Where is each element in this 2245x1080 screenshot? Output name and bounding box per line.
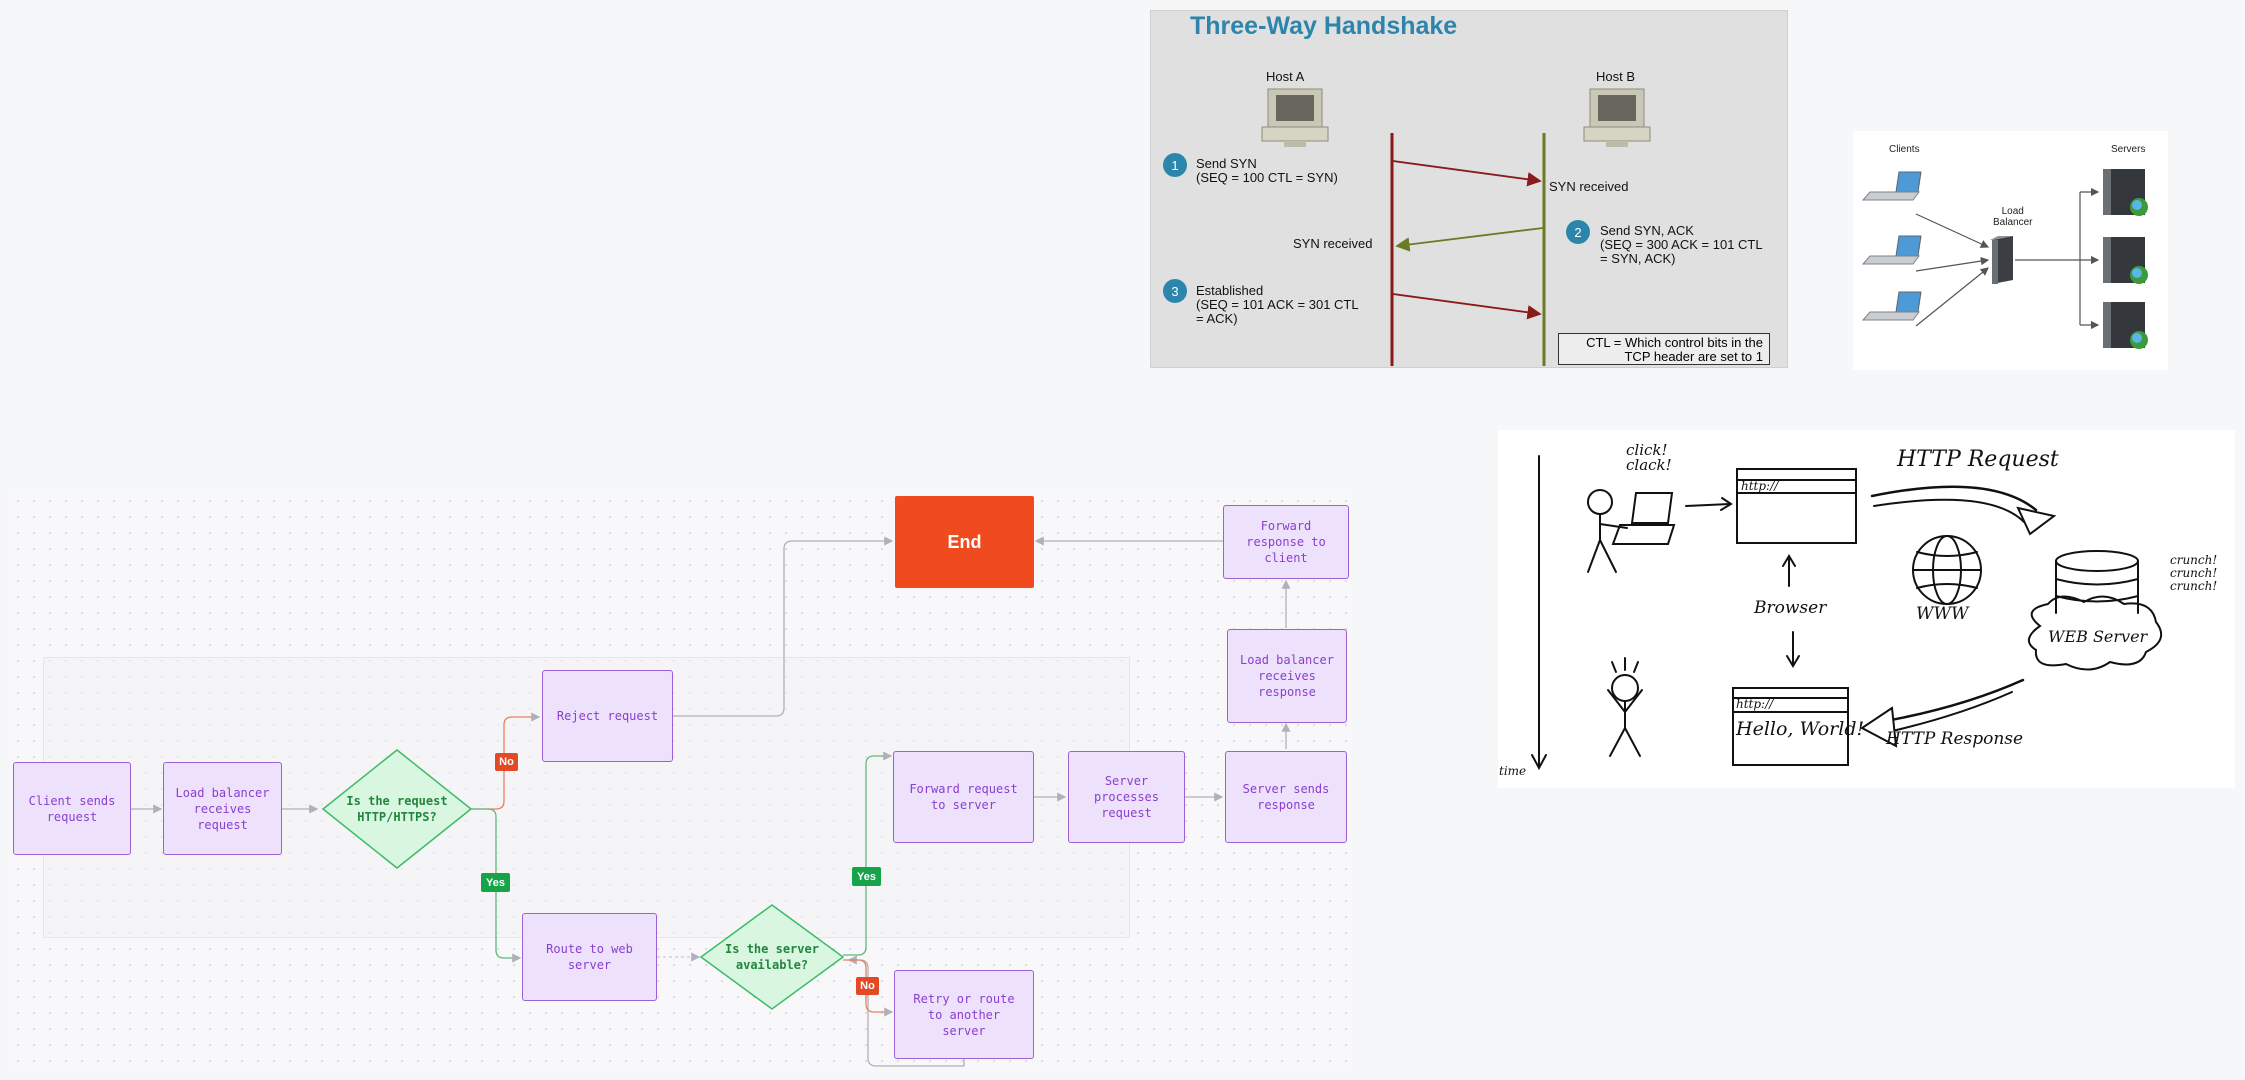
- node-reject-request[interactable]: Reject request: [542, 670, 673, 762]
- syn-received-b: SYN received: [1549, 179, 1629, 194]
- laptop-icon: [1861, 171, 1922, 201]
- handshake-panel: [1150, 10, 1788, 368]
- step-3-badge: 3: [1163, 279, 1187, 303]
- time-axis-label: time: [1499, 764, 1527, 778]
- syn-received-a: SYN received: [1293, 236, 1373, 251]
- globe-icon: [1912, 535, 1982, 605]
- laptop-icon: [1861, 235, 1922, 265]
- node-client-sends-request[interactable]: Client sends request: [13, 762, 131, 855]
- step-2-badge: 2: [1566, 220, 1590, 244]
- load-balancer-label: Load Balancer: [1993, 206, 2033, 228]
- step-2-text: Send SYN, ACK (SEQ = 300 ACK = 101 CTL =…: [1600, 223, 1763, 266]
- server-globe-icon: [2103, 237, 2148, 284]
- node-load-balancer-receives-request[interactable]: Load balancer receives request: [163, 762, 282, 855]
- http-request-text: HTTP Request: [1897, 447, 2059, 472]
- url-text-bottom: http://: [1736, 697, 1774, 711]
- node-retry-or-route[interactable]: Retry or route to another server: [894, 970, 1034, 1059]
- decision-diamond-http[interactable]: [321, 749, 473, 869]
- decision-diamond-server[interactable]: [699, 904, 845, 1010]
- no-badge-http: No: [495, 753, 518, 771]
- step-1-badge: 1: [1163, 153, 1187, 177]
- step-1-text: Send SYN (SEQ = 100 CTL = SYN): [1196, 156, 1338, 185]
- browser-text: Browser: [1754, 598, 1827, 618]
- node-server-sends-response[interactable]: Server sends response: [1225, 751, 1347, 843]
- node-forward-request-to-server[interactable]: Forward request to server: [893, 751, 1034, 843]
- no-badge-server: No: [856, 977, 879, 995]
- computer-icon: [1583, 88, 1651, 147]
- node-load-balancer-receives-response[interactable]: Load balancer receives response: [1227, 629, 1347, 723]
- handshake-title: Three-Way Handshake: [1190, 12, 1458, 40]
- web-server-text: WEB Server: [2048, 627, 2148, 646]
- step-3-text: Established (SEQ = 101 ACK = 301 CTL = A…: [1196, 283, 1359, 326]
- stick-figure-icon: [1607, 657, 1643, 757]
- crunch-text: crunch! crunch! crunch!: [2170, 553, 2218, 593]
- yes-badge-server: Yes: [852, 867, 881, 886]
- http-response-text: HTTP Response: [1886, 729, 2024, 749]
- computer-icon: [1261, 88, 1329, 147]
- node-forward-response-to-client[interactable]: Forward response to client: [1223, 505, 1349, 579]
- host-a-label: Host A: [1266, 69, 1305, 84]
- browser-window-icon: [1736, 468, 1857, 544]
- hello-world-text: Hello, World!: [1736, 718, 1865, 740]
- ctl-note: CTL = Which control bits in the TCP head…: [1558, 333, 1770, 365]
- decision-text-http: Is the request HTTP/HTTPS?: [346, 794, 448, 824]
- node-server-processes-request[interactable]: Server processes request: [1068, 751, 1185, 843]
- servers-label: Servers: [2111, 144, 2146, 155]
- decision-text-server: Is the server available?: [725, 942, 819, 972]
- host-b-label: Host B: [1596, 69, 1636, 84]
- www-text: WWW: [1916, 604, 1969, 624]
- laptop-icon: [1611, 492, 1676, 545]
- node-route-to-web-server[interactable]: Route to web server: [522, 913, 657, 1001]
- end-node[interactable]: End: [895, 496, 1034, 588]
- server-globe-icon: [2103, 169, 2148, 216]
- url-text-top: http://: [1741, 479, 1779, 493]
- laptop-icon: [1861, 291, 1922, 321]
- load-balancer-server-icon: [1990, 236, 2013, 284]
- click-clack-text: click! clack!: [1626, 441, 1672, 474]
- clients-label: Clients: [1889, 144, 1920, 155]
- server-globe-icon: [2103, 302, 2148, 349]
- browser-window-icon: [1732, 687, 1849, 766]
- yes-badge-http: Yes: [481, 873, 510, 892]
- cloud-icon: [2028, 595, 2163, 671]
- stick-figure-icon: [1587, 489, 1628, 573]
